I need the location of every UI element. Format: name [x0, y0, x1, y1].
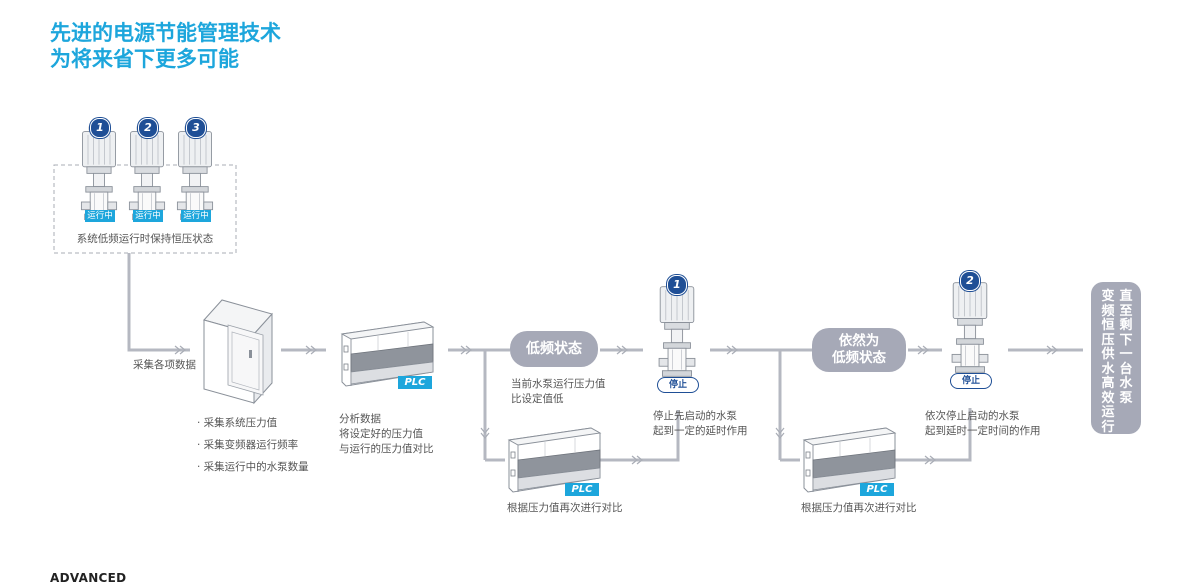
- pump-number-badge: 2: [960, 271, 980, 291]
- vertical-glyph: 台: [1119, 361, 1133, 377]
- final-state-pill: 直至剩下一台水泵 变频恒压供水高效运行: [1091, 282, 1141, 434]
- vertical-glyph: 剩: [1119, 318, 1133, 333]
- final-state-text-col-2: 变频恒压供水高效运行: [1100, 289, 1116, 435]
- plc-label-tag: PLC: [565, 483, 599, 496]
- vertical-glyph: 供: [1101, 347, 1115, 362]
- vertical-glyph: 效: [1101, 390, 1115, 406]
- vertical-glyph: 水: [1101, 361, 1115, 377]
- final-state-text-col-1: 直至剩下一台水泵: [1118, 289, 1134, 406]
- plc-compare-caption: 根据压力值再次进行对比: [801, 502, 917, 514]
- analysis-line: 与运行的压力值对比: [339, 443, 434, 455]
- plc-label-tag: PLC: [860, 483, 894, 496]
- stopped-status-badge: 停止: [950, 373, 992, 389]
- stop2-line: 依次停止启动的水泵: [925, 410, 1020, 422]
- collect-bullet-list: · 采集系统压力值 · 采集变频器运行频率 · 采集运行中的水泵数量: [197, 412, 309, 478]
- vertical-glyph: 行: [1101, 419, 1115, 435]
- vertical-glyph: 水: [1119, 376, 1133, 391]
- low-frequency-state-pill: 低频状态: [510, 331, 598, 367]
- analysis-text: 分析数据 将设定好的压力值 与运行的压力值对比: [339, 412, 434, 457]
- pump-number-badge: 1: [667, 275, 687, 295]
- vertical-glyph: 直: [1119, 289, 1133, 304]
- collect-data-label: 采集各项数据: [133, 359, 196, 371]
- pill-line: 依然为: [838, 333, 880, 349]
- plc-label-tag: PLC: [398, 376, 432, 389]
- vertical-glyph: 运: [1101, 405, 1115, 420]
- pump-2-drawing: [128, 124, 166, 221]
- page-title: 先进的电源节能管理技术 为将来省下更多可能: [50, 20, 281, 72]
- vertical-glyph: 恒: [1101, 318, 1115, 333]
- pump-number-badge: 3: [186, 118, 206, 138]
- vertical-glyph: 下: [1119, 332, 1133, 348]
- still-low-frequency-pill: 依然为 低频状态: [812, 328, 906, 372]
- vertical-glyph: 一: [1119, 347, 1133, 362]
- pump-3-drawing: [176, 124, 214, 221]
- state1-line: 当前水泵运行压力值: [511, 378, 606, 390]
- analysis-line: 分析数据: [339, 413, 381, 425]
- footer-brand: ADVANCED: [50, 571, 127, 585]
- stopped-status-badge: 停止: [657, 377, 699, 393]
- connector-lines: [127, 253, 1083, 462]
- state1-text: 当前水泵运行压力值 比设定值低: [511, 377, 606, 407]
- vertical-glyph: 频: [1101, 303, 1115, 319]
- vertical-glyph: 压: [1101, 332, 1115, 348]
- running-status-badge: 运行中: [133, 210, 163, 222]
- running-status-badge: 运行中: [85, 210, 115, 222]
- vertical-glyph: 变: [1101, 289, 1115, 304]
- stop1-line: 起到一定的延时作用: [653, 425, 748, 437]
- collect-bullet: · 采集系统压力值: [197, 417, 278, 429]
- state1-line: 比设定值低: [511, 393, 564, 405]
- vertical-glyph: 高: [1101, 376, 1115, 391]
- vertical-glyph: 泵: [1119, 390, 1133, 406]
- collect-bullet: · 采集运行中的水泵数量: [197, 461, 309, 473]
- vertical-glyph: 至: [1119, 303, 1133, 319]
- stop1-text: 停止先启动的水泵 起到一定的延时作用: [653, 409, 748, 439]
- analysis-line: 将设定好的压力值: [339, 428, 423, 440]
- stop1-line: 停止先启动的水泵: [653, 410, 737, 422]
- pump-number-badge: 2: [138, 118, 158, 138]
- pump-number-badge: 1: [90, 118, 110, 138]
- pump-group-caption: 系统低频运行时保持恒压状态: [76, 233, 214, 245]
- title-line-1: 先进的电源节能管理技术: [50, 21, 281, 45]
- control-cabinet-drawing: [203, 299, 273, 405]
- plc-compare-caption: 根据压力值再次进行对比: [507, 502, 623, 514]
- pill-line: 低频状态: [832, 350, 886, 366]
- stop2-line: 起到延时一定时间的作用: [925, 425, 1041, 437]
- pump-1-drawing: [80, 124, 118, 221]
- running-status-badge: 运行中: [181, 210, 211, 222]
- stop2-text: 依次停止启动的水泵 起到延时一定时间的作用: [925, 409, 1041, 439]
- collect-bullet: · 采集变频器运行频率: [197, 439, 299, 451]
- title-line-2: 为将来省下更多可能: [50, 47, 239, 71]
